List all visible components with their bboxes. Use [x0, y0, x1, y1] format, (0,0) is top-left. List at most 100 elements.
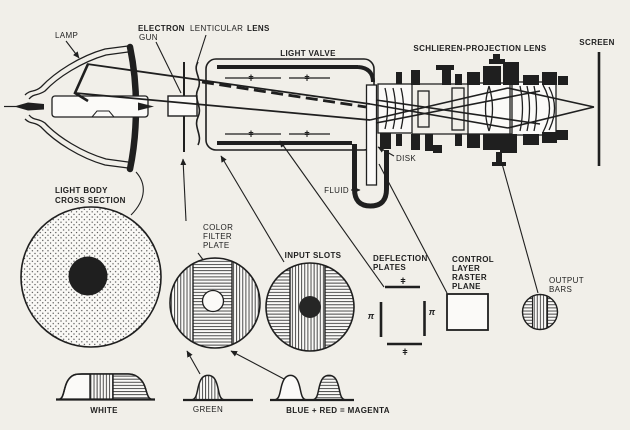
- frequency-symbol: ǂ: [304, 73, 309, 83]
- lens-curve: [542, 84, 551, 133]
- schlieren-projection-lens: [377, 54, 568, 166]
- lamp-tube-notch: [91, 110, 115, 118]
- frequency-symbol: ǂ: [248, 73, 253, 83]
- output-bars-center-band: [532, 294, 548, 330]
- input-slots: INPUT SLOTS: [265, 251, 355, 352]
- valve-top-elbow: [357, 65, 375, 83]
- disk-leader: [377, 146, 395, 157]
- input-slots-outline: [265, 262, 355, 352]
- green-bump: [190, 374, 226, 401]
- disk-label: DISK: [396, 154, 416, 163]
- deflection-plates: DEFLECTION PLATES ǂ ǂ π π: [368, 254, 436, 357]
- lens-curve: [526, 85, 531, 132]
- lens-curve: [484, 85, 490, 132]
- control-label-line2: LAYER: [452, 264, 480, 273]
- input-slots-label: INPUT SLOTS: [285, 251, 342, 260]
- blue-bump: [273, 374, 308, 401]
- magenta-profile: BLUE + RED = MAGENTA: [270, 374, 390, 415]
- light-ray: [74, 92, 371, 121]
- lens-mount-hardware-bottom: [396, 130, 568, 166]
- light-ray: [369, 103, 509, 129]
- control-layer-raster-plane: CONTROL LAYER RASTER PLANE: [446, 255, 494, 331]
- lamp-left-electrode: [14, 102, 44, 111]
- light-ray: [375, 99, 541, 125]
- light-ray: [86, 63, 371, 105]
- light-rays: [74, 63, 595, 129]
- frequency-symbol: ǂ: [402, 347, 407, 357]
- light-body-label-line1: LIGHT BODY: [55, 186, 108, 195]
- frequency-symbol: ǂ: [304, 129, 309, 139]
- fluid-label: FLUID: [324, 186, 349, 195]
- light-body-core: [68, 256, 108, 296]
- green-profile: GREEN: [183, 374, 253, 414]
- color-filter-plate: COLOR FILTER PLATE: [169, 223, 261, 349]
- color-filter-label-line2: FILTER: [203, 232, 232, 241]
- output-label-line1: OUTPUT: [549, 276, 584, 285]
- reflector-top-outer: [24, 45, 129, 96]
- lens-curve: [488, 85, 494, 132]
- output-bars-leader: [500, 159, 539, 294]
- control-label-line3: RASTER: [452, 273, 487, 282]
- color-filter-label-line1: COLOR: [203, 223, 233, 232]
- deflection-label-line1: DEFLECTION: [373, 254, 428, 263]
- screen-label: SCREEN: [579, 38, 614, 47]
- light-ray: [507, 106, 595, 129]
- light-ray: [369, 87, 509, 121]
- leader-lines: [65, 34, 539, 380]
- control-layer-leader: [378, 163, 448, 294]
- frequency-symbol: ǂ: [400, 276, 405, 286]
- light-body-cross-section: LIGHT BODY CROSS SECTION: [20, 186, 162, 348]
- color-filter-label-line3: PLATE: [203, 241, 230, 250]
- frequency-symbol: ǂ: [248, 129, 253, 139]
- color-filter-band: [192, 258, 233, 348]
- electron-beam-dashed: [201, 80, 367, 109]
- lens-mount-hardware-top: [396, 54, 568, 85]
- light-valve-label: LIGHT VALVE: [280, 49, 336, 58]
- output-bars: OUTPUT BARS: [521, 276, 584, 331]
- magenta-to-filter-arrow: [230, 350, 285, 380]
- lens-curve: [548, 86, 556, 131]
- deflection-plates-leader: [279, 140, 385, 288]
- input-slots-leader: [220, 155, 285, 263]
- output-bars-outline: [521, 293, 559, 331]
- lenticular-lens-element: [195, 61, 201, 146]
- lens-curve: [384, 87, 389, 130]
- pi-symbol: π: [368, 311, 375, 321]
- control-label-line1: CONTROL: [452, 255, 494, 264]
- green-to-filter-arrow: [186, 350, 201, 375]
- light-ray: [375, 90, 541, 124]
- lens-curve: [400, 87, 405, 130]
- lens-curve: [533, 85, 538, 132]
- light-body-leader: [130, 171, 144, 216]
- deflection-label-line2: PLATES: [373, 263, 406, 272]
- lens-curve: [519, 85, 524, 132]
- lenticular-label: LENTICULAR: [190, 24, 243, 33]
- white-label: WHITE: [90, 406, 118, 415]
- lamp-assembly: [4, 43, 154, 173]
- reflector-top-inner: [28, 51, 129, 100]
- disk: [365, 84, 378, 186]
- fluid-reservoir-tube: [352, 144, 389, 209]
- green-label: GREEN: [193, 405, 223, 414]
- pi-symbol: π: [429, 307, 436, 317]
- white-vertical-section: [90, 374, 113, 400]
- light-ray: [507, 87, 595, 108]
- schlieren-label: SCHLIEREN-PROJECTION LENS: [413, 44, 547, 53]
- output-label-line2: BARS: [549, 285, 572, 294]
- color-filter-hole: [201, 289, 225, 313]
- white-bump-outline: [57, 373, 154, 401]
- red-bump: [311, 374, 347, 401]
- gun-label: GUN: [139, 33, 158, 42]
- electron-label: ELECTRON: [138, 24, 185, 33]
- input-slots-core: [299, 296, 321, 318]
- lamp-right-electrode: [138, 102, 154, 111]
- barrel-frame: [451, 87, 465, 131]
- raster-plane-square: [446, 293, 489, 331]
- electron-gun-body: [167, 95, 198, 117]
- output-bars-band: [531, 294, 549, 330]
- middle-lens-cell: [467, 82, 511, 135]
- lamp-label: LAMP: [55, 31, 78, 40]
- electron-gun-leader: [155, 41, 182, 94]
- lamp-leader: [65, 40, 80, 59]
